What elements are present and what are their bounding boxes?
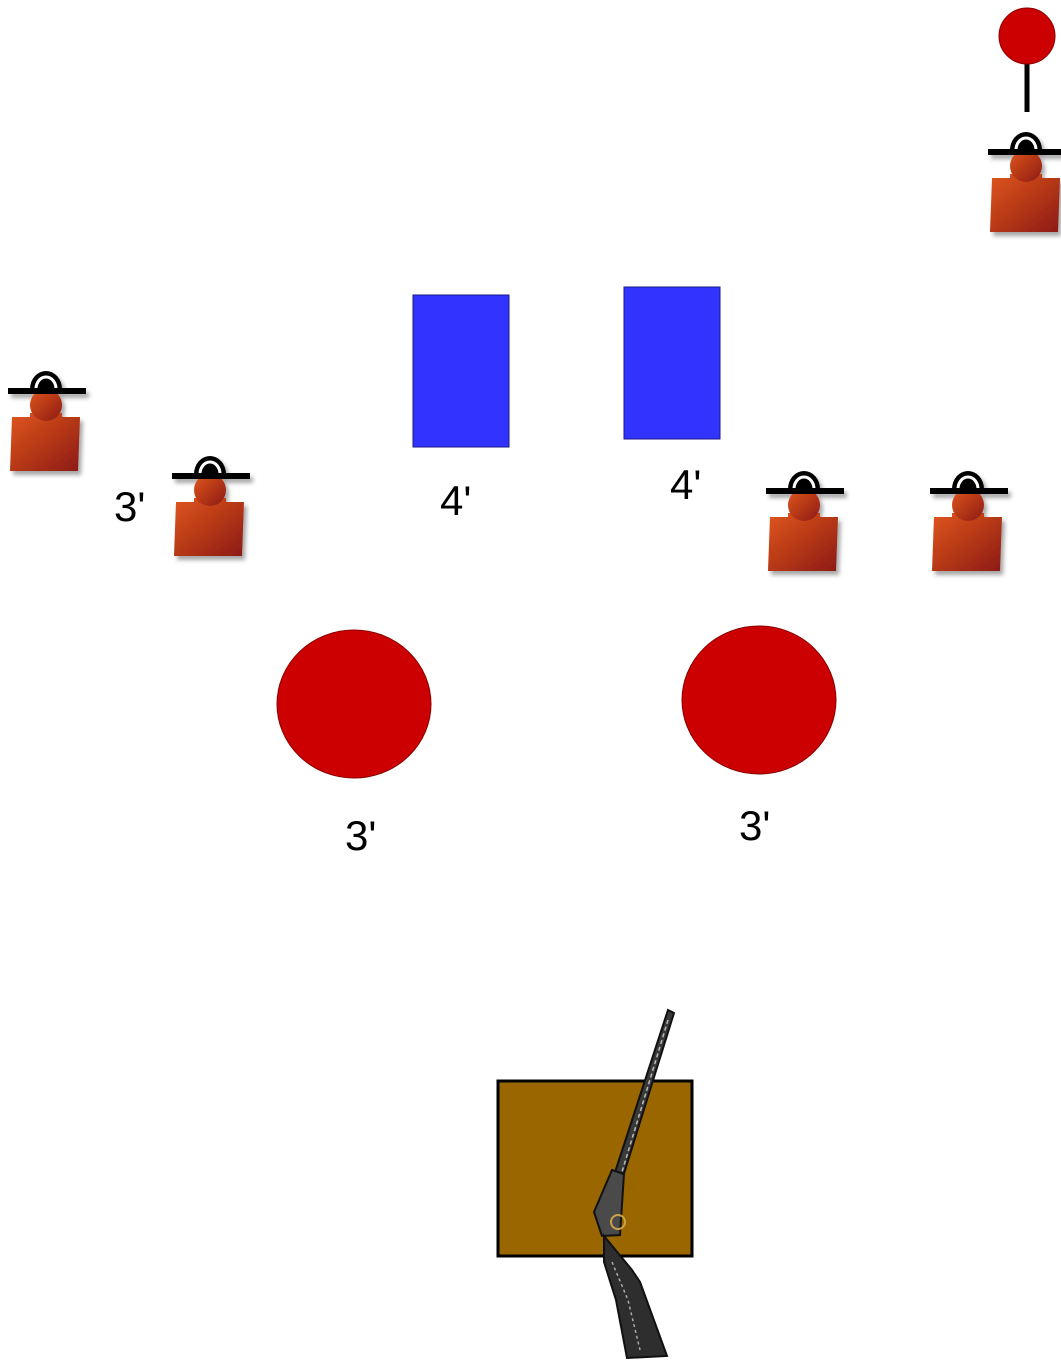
popper-plate [999,8,1055,64]
cowboy-target-far-right [988,132,1061,232]
distance-label-left-target: 3' [114,486,145,528]
cowboy-target-right-2 [930,471,1008,571]
plate-right [682,626,836,774]
plate-left [277,630,431,778]
distance-label-left-plate: 3' [345,815,376,857]
distance-label-left-barricade: 4' [440,480,471,522]
barricade-left [413,295,509,447]
barricade-right [624,287,720,439]
distance-label-right-plate: 3' [739,805,770,847]
cowboy-target-left-lower [172,456,250,556]
popper [999,8,1055,112]
loading-table [498,1081,692,1256]
distance-label-right-barricade: 4' [670,464,701,506]
cowboy-target-right-1 [766,471,844,571]
cowboy-target-left-upper [8,371,86,471]
